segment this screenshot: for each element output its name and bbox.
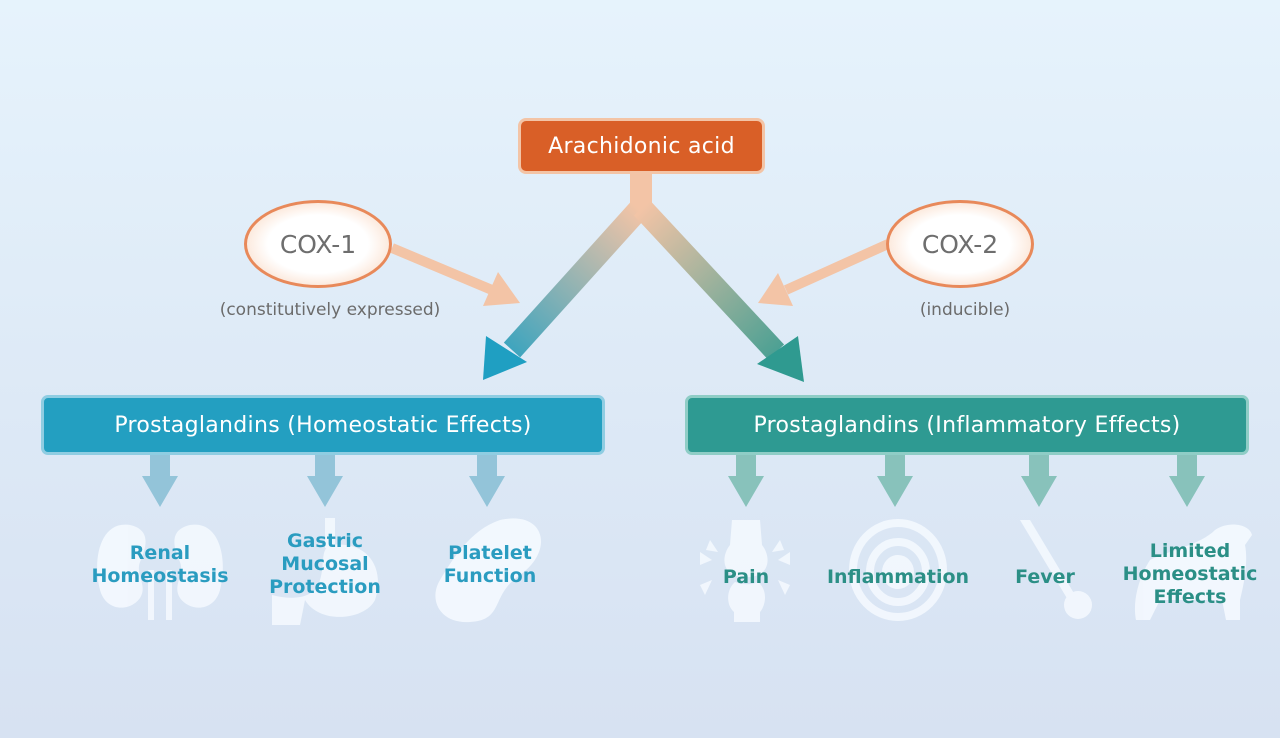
down-arrow-inflammation (877, 455, 913, 507)
down-arrow-renal (142, 455, 178, 507)
effect-inflammation: Inflammation (818, 566, 978, 589)
effect-limited-homeostatic: Limited Homeostatic Effects (1110, 540, 1270, 609)
kidney-icon (97, 524, 223, 620)
effect-line: Homeostasis (91, 565, 229, 587)
thermometer-icon (1020, 520, 1092, 619)
effect-line: Limited (1149, 540, 1231, 562)
effect-line: Pain (722, 566, 770, 588)
effect-gastric-mucosal-protection: Gastric Mucosal Protection (250, 530, 400, 599)
effect-line: Mucosal (281, 553, 369, 575)
effect-line: Platelet (448, 542, 532, 564)
down-arrow-platelet (469, 455, 505, 507)
cox2-note: (inducible) (919, 300, 1011, 320)
source-stem (630, 172, 652, 210)
arachidonic-acid-box: Arachidonic acid (518, 118, 765, 174)
effect-platelet-function: Platelet Function (420, 542, 560, 588)
effect-line: Renal (129, 542, 191, 564)
concentric-circles-icon (849, 519, 947, 621)
down-arrow-fever (1021, 455, 1057, 507)
branch-arrow-right (633, 200, 804, 382)
homeostatic-prostaglandins-box: Prostaglandins (Homeostatic Effects) (41, 395, 605, 455)
cox1-node: COX-1 (244, 200, 392, 288)
cox2-label: COX-2 (921, 229, 999, 259)
dog-icon (1134, 524, 1252, 620)
effect-line: Protection (269, 576, 381, 598)
arachidonic-acid-label: Arachidonic acid (548, 133, 735, 159)
effect-renal-homeostasis: Renal Homeostasis (80, 542, 240, 588)
branch-arrow-left (483, 200, 649, 380)
down-arrow-gastric (307, 455, 343, 507)
inflammatory-prostaglandins-label: Prostaglandins (Inflammatory Effects) (753, 412, 1181, 438)
platelet-icon (435, 518, 542, 623)
effect-line: Fever (1015, 566, 1075, 588)
cox2-arrow (758, 239, 891, 306)
stomach-icon (272, 518, 378, 625)
cox2-node: COX-2 (886, 200, 1034, 288)
effect-line: Effects (1153, 586, 1227, 608)
down-arrow-pain (728, 455, 764, 507)
joint-icon (700, 520, 790, 622)
cox1-arrow (390, 243, 520, 306)
inflammatory-prostaglandins-box: Prostaglandins (Inflammatory Effects) (685, 395, 1249, 455)
effect-line: Gastric (287, 530, 363, 552)
effect-line: Homeostatic (1122, 563, 1258, 585)
effect-pain: Pain (696, 566, 796, 589)
effect-line: Function (443, 565, 537, 587)
effect-line: Inflammation (826, 566, 970, 588)
effect-fever: Fever (1000, 566, 1090, 589)
cox1-label: COX-1 (279, 229, 357, 259)
cox1-note: (constitutively expressed) (219, 300, 441, 320)
homeostatic-prostaglandins-label: Prostaglandins (Homeostatic Effects) (114, 412, 532, 438)
down-arrow-limited (1169, 455, 1205, 507)
